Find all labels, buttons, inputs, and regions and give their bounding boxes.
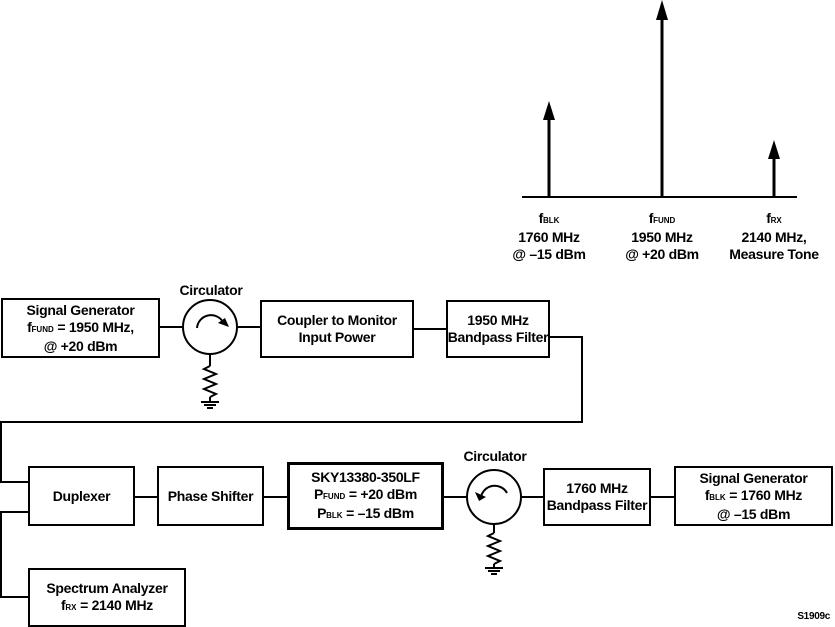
signal-generator-blk-title: Signal Generator (699, 469, 808, 486)
tone-fund-frequency: 1950 MHz (631, 229, 693, 245)
signal-generator-fund-frequency: = 1950 MHz, (53, 318, 134, 335)
spectrum-analyzer-subscript: RX (65, 602, 77, 612)
dut-pblk-subscript: BLK (326, 510, 343, 520)
coupler-box: Coupler to Monitor Input Power (260, 300, 414, 358)
coupler-line2: Input Power (298, 329, 376, 345)
duplexer-label: Duplexer (52, 487, 111, 504)
spectrum-analyzer-title: Spectrum Analyzer (46, 579, 168, 596)
signal-generator-fund-subscript: FUND (31, 324, 54, 334)
dut-pfund-symbol: P (314, 485, 324, 502)
dut-pfund-subscript: FUND (323, 491, 346, 501)
wire-filter-to-duplexer (0, 336, 583, 483)
tone-fund-symbol: f (648, 210, 654, 226)
tone-fund-subscript: FUND (653, 216, 676, 225)
signal-generator-blk-subscript: BLK (709, 492, 726, 502)
signal-generator-fund-power: @ +20 dBm (43, 337, 118, 354)
tone-blk-label: fBLK 1760 MHz @ –15 dBm (504, 210, 594, 263)
circulator-bottom-label: Circulator (463, 448, 527, 464)
bandpass-filter-1760-box: 1760 MHz Bandpass Filter (543, 468, 651, 526)
bandpass-filter-1760-type: Bandpass Filter (546, 497, 648, 513)
coupler-line1: Coupler to Monitor (277, 312, 397, 328)
wire-duplexer-to-analyzer (0, 511, 28, 598)
signal-generator-fund-symbol: f (27, 318, 32, 335)
tone-fund-label: fFUND 1950 MHz @ +20 dBm (617, 210, 707, 263)
phase-shifter-label: Phase Shifter (167, 487, 254, 504)
spectrum-analyzer-symbol: f (61, 596, 66, 613)
dut-box: SKY13380-350LF PFUND = +20 dBm PBLK = –1… (287, 462, 444, 530)
spectrum-analyzer-frequency: = 2140 MHz (76, 596, 153, 613)
tone-blk-symbol: f (538, 210, 544, 226)
tone-fund-level: @ +20 dBm (625, 246, 699, 262)
tone-rx-level: Measure Tone (729, 246, 819, 262)
circulator-bottom-symbol (466, 469, 522, 575)
bandpass-filter-1950-frequency: 1950 MHz (467, 312, 529, 328)
figure-id: S1909c (797, 611, 830, 622)
spectrum-analyzer-box: Spectrum Analyzer fRX = 2140 MHz (28, 568, 186, 627)
dut-part-number: SKY13380-350LF (311, 468, 420, 485)
tone-rx-arrowhead (768, 140, 780, 159)
signal-generator-blk-frequency: = 1760 MHz (725, 486, 803, 503)
tone-blk-subscript: BLK (542, 216, 560, 225)
signal-generator-blk-symbol: f (704, 486, 710, 503)
bandpass-filter-1950-type: Bandpass Filter (447, 329, 549, 345)
tone-blk-frequency: 1760 MHz (518, 229, 580, 245)
dut-pblk-symbol: P (317, 504, 327, 521)
spectrum-plot (522, 0, 797, 198)
circulator-top-label: Circulator (179, 282, 243, 298)
tone-rx-symbol: f (766, 210, 771, 226)
tone-rx-subscript: RX (770, 216, 782, 225)
bandpass-filter-1950-box: 1950 MHz Bandpass Filter (446, 300, 550, 358)
signal-generator-fund-title: Signal Generator (26, 301, 135, 318)
dut-pblk-value: = –15 dBm (342, 504, 414, 521)
signal-generator-blk-box: Signal Generator fBLK = 1760 MHz @ –15 d… (674, 466, 833, 526)
tone-blk-arrowhead (543, 101, 555, 120)
bandpass-filter-1760-frequency: 1760 MHz (566, 480, 628, 496)
duplexer-box: Duplexer (28, 466, 135, 526)
signal-generator-blk-power: @ –15 dBm (716, 505, 791, 522)
signal-generator-fund-box: Signal Generator fFUND = 1950 MHz, @ +20… (1, 298, 160, 358)
circulator-top-symbol (182, 299, 238, 409)
tone-rx-frequency: 2140 MHz, (741, 229, 807, 245)
dut-pfund-value: = +20 dBm (345, 485, 417, 502)
phase-shifter-box: Phase Shifter (157, 466, 264, 526)
tone-rx-label: fRX 2140 MHz, Measure Tone (724, 210, 824, 263)
tone-blk-level: @ –15 dBm (512, 246, 586, 262)
tone-fund-arrowhead (656, 0, 668, 20)
